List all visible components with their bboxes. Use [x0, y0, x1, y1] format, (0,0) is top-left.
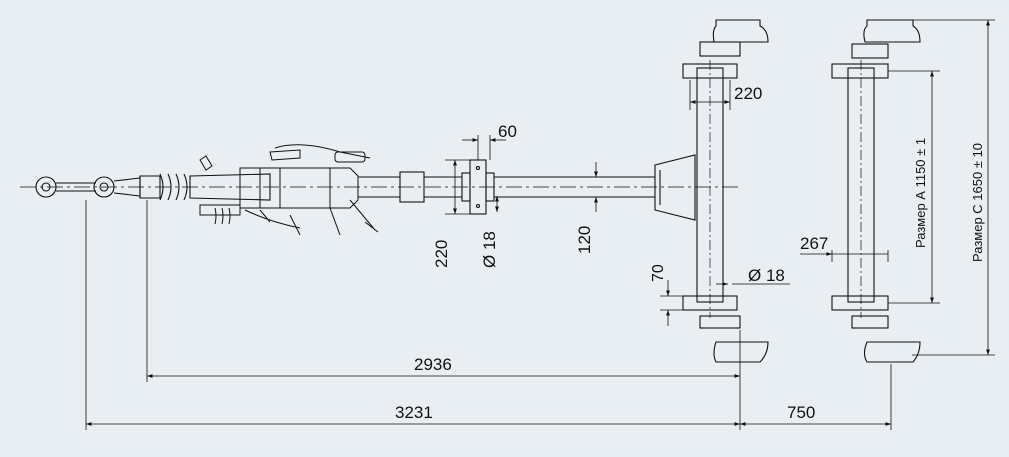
dim-label-60: 60 [498, 122, 517, 141]
dim-label-120: 120 [575, 226, 594, 254]
dim-label-dia18-left: Ø 18 [480, 231, 499, 268]
dim-label-750: 750 [787, 403, 815, 422]
dim-label-razmer-c: Размер С 1650 ± 10 [970, 143, 985, 262]
coupling-head [35, 173, 271, 201]
front-axle-assembly [654, 19, 769, 363]
dim-label-razmer-a: Размер А 1150 ± 1 [913, 138, 928, 248]
dim-label-dia18-right: Ø 18 [748, 266, 785, 285]
dim-label-220-side: 220 [432, 240, 451, 268]
dim-label-70: 70 [650, 264, 667, 282]
dim-label-220-top: 220 [734, 84, 762, 103]
overrun-brake-mechanism [199, 144, 379, 236]
dim-label-3231: 3231 [395, 403, 433, 422]
dim-label-267: 267 [800, 234, 828, 253]
dim-label-2936: 2936 [414, 355, 452, 374]
